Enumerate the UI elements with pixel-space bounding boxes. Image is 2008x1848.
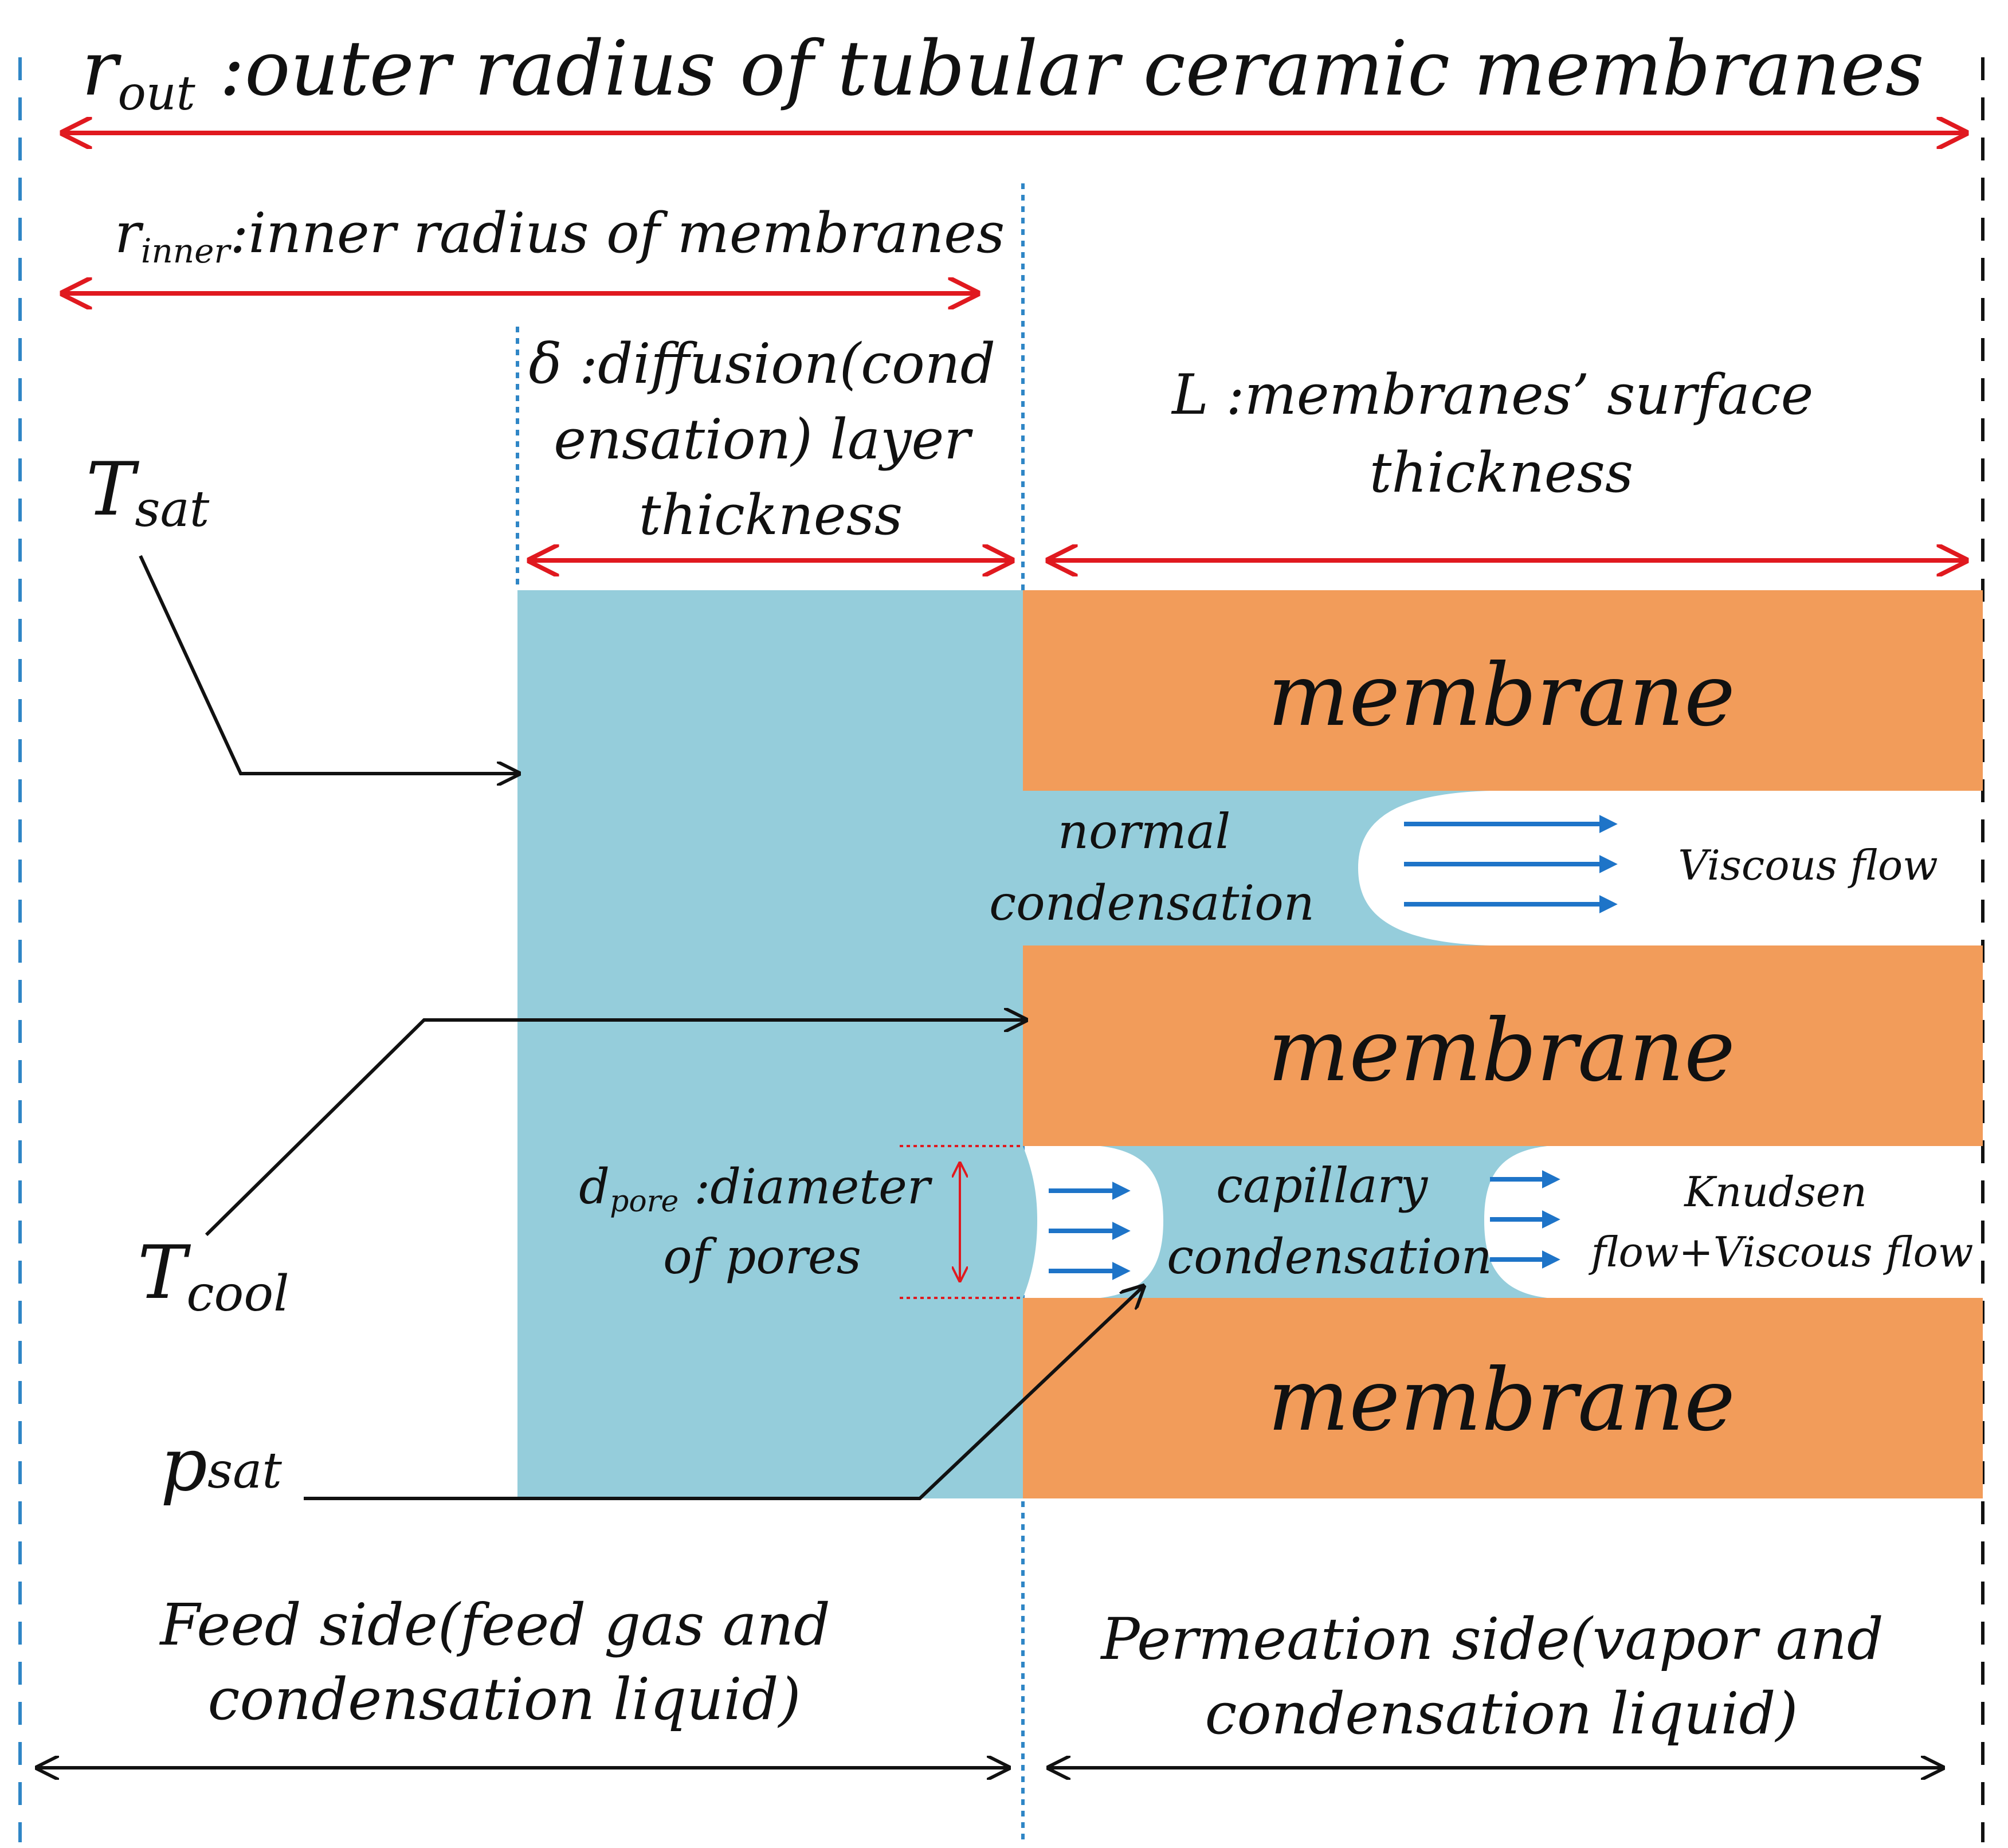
knudsen-flow-label: Knudsen flow+Viscous flow: [1589, 1168, 1974, 1276]
feed-side-label: Feed side(feed gas and condensation liqu…: [159, 1591, 848, 1733]
knudsen-flow-arrows: [1490, 1170, 1560, 1269]
membrane-label-bottom: membrane: [1268, 1351, 1735, 1450]
permeation-side-label: Permeation side(vapor and condensation l…: [1100, 1606, 1901, 1747]
normal-condensation-label: normal condensation: [989, 803, 1315, 931]
lower-pore-entrance-meniscus: [1023, 1146, 1037, 1298]
pore-diameter-label: dpore :diameter of pores: [579, 1159, 945, 1285]
delta-label: δ :diffusion(cond ensation) layer thickn…: [528, 332, 1013, 547]
psat-pointer: [304, 1286, 1143, 1500]
tcool-pointer: [205, 1020, 1026, 1237]
membrane-middle: [1023, 945, 1983, 1146]
viscous-flow-label: Viscous flow: [1678, 841, 1938, 889]
pore-entry-flow-arrows: [1049, 1182, 1131, 1280]
psat-label: psat: [160, 1422, 282, 1508]
condensation-layer: [517, 590, 1023, 1498]
capillary-condensation-label: capillary condensation: [1167, 1158, 1492, 1285]
rinner-label: rinner:inner radius of membranes: [115, 201, 1005, 270]
upper-pore-liquid: [1023, 791, 1490, 945]
membrane-label-middle: membrane: [1268, 1001, 1735, 1101]
rout-label: rout :outer radius of tubular ceramic me…: [81, 25, 1924, 121]
tsat-label: Tsat: [86, 447, 210, 538]
tcool-label: Tcool: [138, 1230, 289, 1323]
viscous-flow-arrows: [1404, 815, 1618, 913]
membrane-bottom: [1023, 1298, 1983, 1498]
membrane-label-top: membrane: [1268, 646, 1735, 746]
membrane-top: [1023, 590, 1983, 791]
tsat-pointer: [139, 555, 519, 774]
surface-thickness-label: L :membranes’ surface thickness: [1171, 363, 1831, 505]
lower-pore-liquid: [1100, 1146, 1547, 1298]
